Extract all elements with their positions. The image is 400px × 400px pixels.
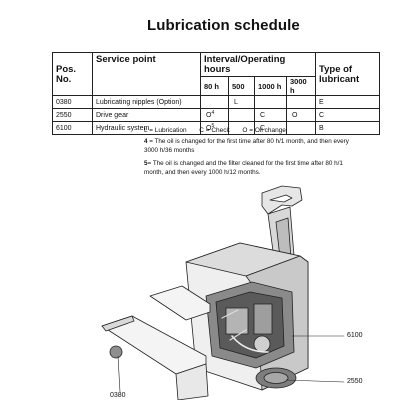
table-row: 0380 Lubricating nipples (Option) L E: [52, 95, 381, 109]
cell-3000h: [285, 121, 317, 135]
header-pos: Pos. No.: [52, 52, 93, 96]
callout-6100: 6100: [347, 332, 363, 339]
callout-2550: 2550: [347, 378, 363, 385]
table-row: 6100 Hydraulic system O5 C B: [52, 121, 381, 135]
header-interval: Interval/Operating hours: [199, 52, 317, 77]
footnote-4: 4 = The oil is changed for the first tim…: [144, 138, 359, 155]
footnote-number: 4: [144, 138, 148, 145]
footnote-number: 5: [144, 160, 148, 167]
footnote-ref: 5: [211, 122, 215, 129]
footnote-text: = The oil is changed for the first time …: [144, 138, 349, 154]
header-type: Type of lubricant: [315, 52, 381, 96]
footnote-ref: 4: [211, 109, 215, 116]
lubrication-table: Pos. No. Service point Interval/Operatin…: [52, 52, 381, 135]
header-service-point: Service point: [92, 52, 201, 96]
fork-right: [149, 285, 211, 321]
symbol: O: [206, 111, 212, 119]
footnote-text: = The oil is changed and the filter clea…: [144, 160, 343, 176]
legend: L = Lubrication C = Check O = Oil change: [144, 127, 286, 134]
table-row: 2550 Drive gear O4 C O C: [52, 108, 381, 122]
cell-pos: 6100: [52, 121, 93, 135]
cell-lubricant: B: [315, 121, 381, 135]
symbol: O: [206, 124, 212, 132]
load-wheel: [109, 345, 123, 359]
cell-80h: O5: [200, 121, 229, 135]
footnote-5: 5= The oil is changed and the filter cle…: [144, 160, 359, 177]
callout-0380: 0380: [110, 392, 126, 399]
page-title: Lubrication schedule: [147, 17, 300, 34]
